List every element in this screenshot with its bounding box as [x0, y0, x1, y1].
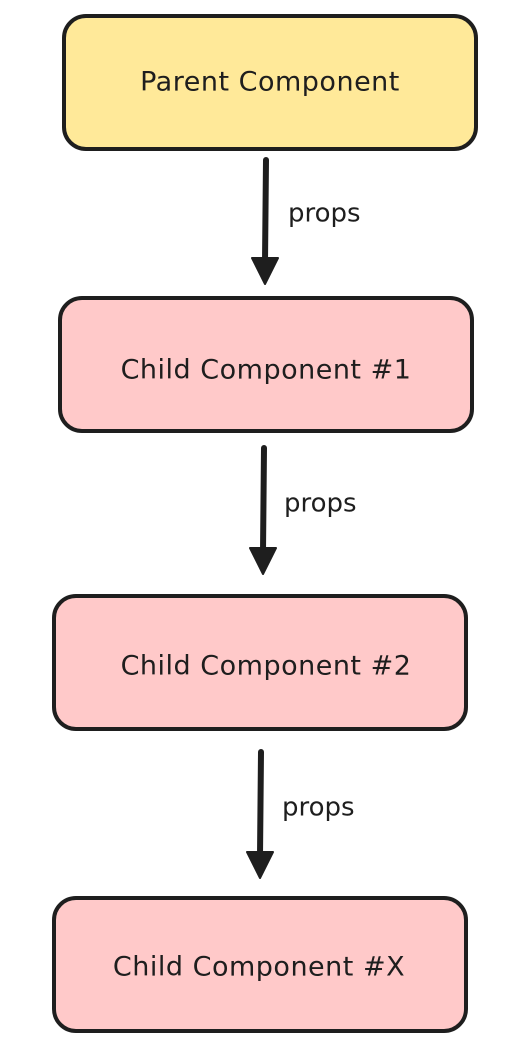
props-arrow-2-shaft [260, 445, 267, 555]
parent-component-box [62, 14, 478, 151]
child-component-1-box [58, 296, 474, 433]
child-component-x-label: Child Component #X [113, 952, 405, 983]
child-component-2-box [52, 594, 468, 731]
props-arrow-3: props [246, 749, 355, 879]
props-arrow-2: props [249, 445, 357, 575]
parent-component-label: Parent Component [140, 67, 400, 98]
props-arrow-3-head [246, 851, 274, 879]
props-arrow-1-shaft [262, 157, 269, 265]
child-component-2-label: Child Component #2 [121, 651, 412, 682]
parent-component-node: Parent Component [62, 14, 478, 151]
child-component-2-node: Child Component #2 [52, 594, 468, 731]
props-arrow-3-shaft [257, 749, 264, 859]
props-arrow-1-label: props [288, 199, 361, 229]
child-component-1-label: Child Component #1 [121, 355, 412, 386]
props-arrow-1-head [251, 257, 279, 285]
child-component-x-box [52, 896, 468, 1033]
props-arrow-3-label: props [282, 793, 355, 823]
props-arrow-2-label: props [284, 489, 357, 519]
child-component-x-node: Child Component #X [52, 896, 468, 1033]
props-arrow-2-head [249, 547, 277, 575]
props-arrow-1: props [251, 157, 361, 285]
child-component-1-node: Child Component #1 [58, 296, 474, 433]
